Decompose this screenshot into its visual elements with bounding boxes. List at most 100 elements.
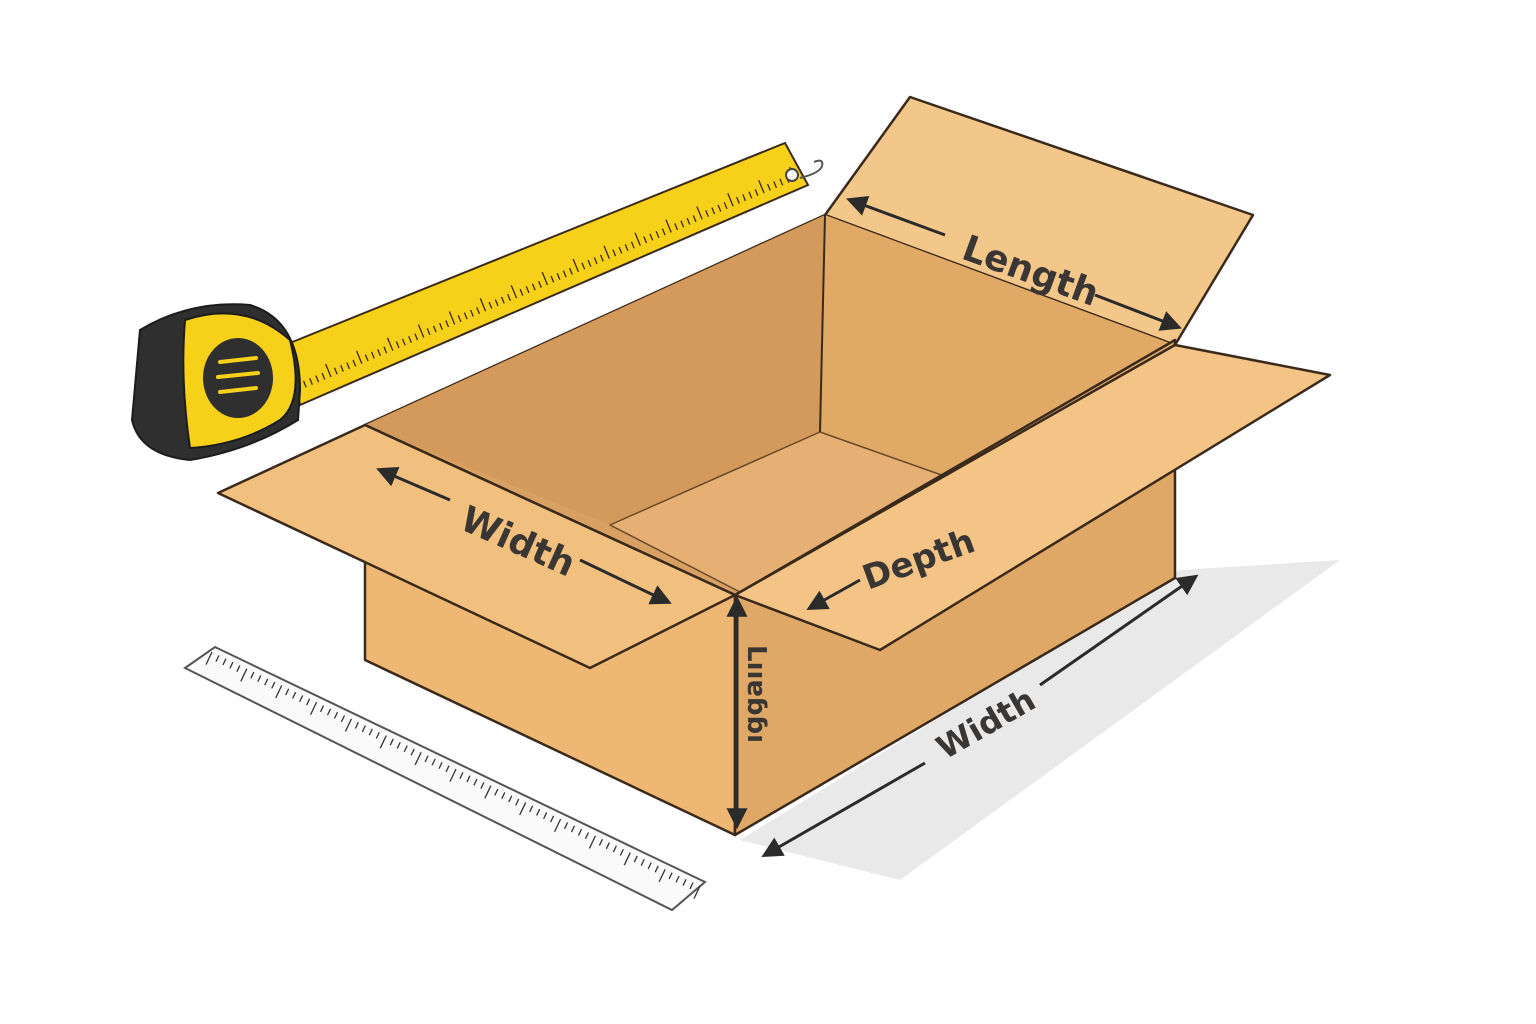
tick-mark — [654, 865, 659, 873]
tick-mark — [605, 842, 610, 850]
tick-mark — [587, 259, 592, 267]
tick-mark — [473, 778, 478, 786]
cardboard-box — [216, 95, 1332, 837]
tick-mark — [584, 832, 590, 840]
tick-mark — [370, 351, 375, 359]
interior-back-left-wall — [365, 215, 825, 525]
tick-mark — [500, 296, 505, 304]
tick-mark — [623, 852, 631, 866]
tick-mark — [501, 792, 506, 799]
tick-mark — [643, 236, 648, 244]
tick-mark — [476, 307, 481, 315]
tick-mark — [229, 661, 234, 669]
tick-mark — [431, 758, 436, 766]
tick-mark — [682, 879, 687, 886]
tick-mark — [375, 731, 380, 739]
tick-mark — [271, 681, 276, 689]
tick-mark — [612, 845, 617, 853]
tick-mark — [333, 711, 339, 719]
tick-mark — [403, 745, 408, 753]
tick-mark — [205, 651, 213, 665]
tick-mark — [705, 210, 709, 217]
tick-mark — [445, 320, 450, 328]
tick-mark — [355, 350, 363, 364]
tick-mark — [344, 718, 353, 732]
tick-mark — [649, 233, 654, 241]
tick-mark — [668, 872, 673, 880]
tick-mark — [562, 270, 567, 278]
tick-mark — [240, 668, 248, 682]
tick-mark — [624, 244, 629, 252]
tick-mark — [661, 228, 666, 236]
tick-mark — [598, 838, 603, 846]
tick-mark — [773, 181, 778, 189]
tick-mark — [480, 782, 485, 789]
tick-mark — [494, 788, 499, 796]
tick-mark — [515, 798, 520, 806]
tick-mark — [665, 219, 672, 233]
tick-mark — [655, 231, 660, 238]
tick-mark — [306, 698, 311, 706]
tick-mark — [302, 380, 307, 388]
tick-mark — [519, 802, 527, 816]
tick-mark — [438, 762, 443, 769]
tick-mark — [658, 869, 666, 883]
tick-mark — [570, 825, 576, 833]
tick-mark — [640, 858, 645, 866]
front-edge-vertical-label: Lııɐɓɓı — [741, 645, 771, 743]
tape-case-grille — [203, 338, 273, 418]
tick-mark — [215, 655, 220, 662]
tick-mark — [525, 286, 530, 294]
tick-mark — [346, 362, 351, 370]
tick-mark — [368, 728, 373, 736]
tape-measure — [130, 141, 824, 462]
tick-mark — [538, 280, 542, 288]
tick-mark — [599, 254, 604, 262]
tick-mark — [264, 678, 269, 686]
tick-mark — [319, 705, 325, 713]
tick-mark — [634, 232, 641, 246]
tick-mark — [326, 708, 332, 716]
tick-mark — [758, 179, 765, 194]
tick-mark — [479, 298, 487, 312]
tick-mark — [463, 312, 468, 320]
tick-mark — [352, 359, 357, 367]
tick-mark — [754, 189, 759, 196]
tick-mark — [408, 336, 412, 343]
tick-mark — [410, 748, 415, 756]
tick-mark — [647, 862, 652, 870]
tick-mark — [325, 363, 332, 378]
tick-mark — [742, 194, 747, 202]
tick-mark — [285, 688, 290, 696]
tick-mark — [354, 721, 359, 729]
box-shadow — [740, 560, 1340, 880]
tick-mark — [680, 220, 685, 228]
tick-mark — [711, 207, 716, 215]
tick-mark — [414, 333, 419, 341]
tick-mark — [426, 328, 431, 336]
tick-mark — [736, 196, 740, 204]
tick-mark — [414, 752, 422, 766]
tick-mark — [364, 354, 369, 362]
tick-mark — [445, 765, 450, 773]
tick-mark — [395, 341, 400, 349]
tick-mark — [377, 349, 382, 357]
tick-mark — [250, 671, 255, 679]
tick-mark — [727, 193, 734, 207]
tick-mark — [257, 675, 262, 682]
tick-mark — [459, 772, 464, 779]
tick-mark — [508, 795, 513, 803]
tick-mark — [389, 738, 394, 746]
tick-mark — [466, 775, 471, 783]
tick-mark — [618, 246, 623, 254]
tick-mark — [717, 204, 722, 212]
tick-mark — [619, 848, 624, 856]
tick-mark — [379, 735, 387, 749]
tick-mark — [581, 262, 586, 270]
tick-mark — [689, 882, 694, 890]
tick-mark — [541, 271, 549, 286]
tick-mark — [469, 309, 474, 317]
tick-mark — [299, 695, 304, 703]
